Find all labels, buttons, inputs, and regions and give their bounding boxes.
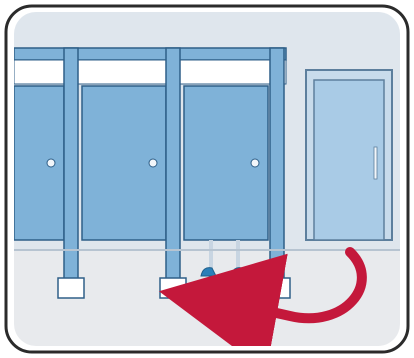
door-knob-icon bbox=[149, 159, 157, 167]
stall-3-occupied bbox=[184, 86, 268, 240]
stall-header-band bbox=[14, 60, 286, 84]
stall-2 bbox=[82, 86, 166, 240]
door-knob-icon bbox=[251, 159, 259, 167]
stall-top-beam bbox=[14, 48, 286, 60]
door-knob-icon bbox=[47, 159, 55, 167]
stall-door-icon bbox=[14, 86, 64, 240]
stall-1 bbox=[14, 86, 64, 240]
exit-door-icon bbox=[306, 70, 392, 240]
